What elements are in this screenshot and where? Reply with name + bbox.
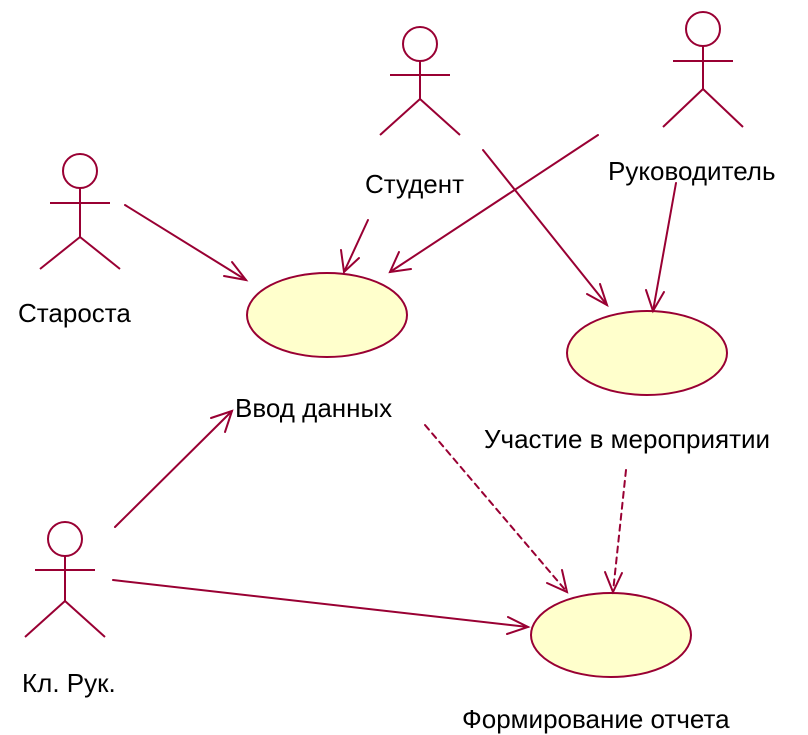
actor-kl-ruk-label: Кл. Рук. xyxy=(22,668,116,698)
actor-starosta-label: Староста xyxy=(18,298,131,328)
dependency-uchastie-formirovanie xyxy=(604,469,627,595)
actor-student-head xyxy=(402,26,438,62)
assoc-kl-ruk-vvod xyxy=(114,409,234,528)
actor-starosta-head xyxy=(62,153,98,189)
actor-kl-ruk[interactable] xyxy=(24,521,106,638)
actor-rukovoditel-label: Руководитель xyxy=(608,156,776,186)
assoc-rukovoditel-vvod xyxy=(388,134,599,274)
use-case-formirovanie[interactable] xyxy=(530,592,692,678)
assoc-student-uchastie xyxy=(482,149,609,308)
actor-student[interactable] xyxy=(379,26,461,136)
actor-starosta[interactable] xyxy=(39,153,121,270)
assoc-student-vvod xyxy=(340,219,369,275)
assoc-starosta-vvod xyxy=(124,204,249,282)
actor-rukovoditel-head xyxy=(685,11,721,47)
use-case-vvod[interactable] xyxy=(246,272,408,358)
dependency-vvod-formirovanie xyxy=(424,424,569,594)
actor-rukovoditel[interactable] xyxy=(662,11,744,128)
use-case-vvod-label: Ввод данных xyxy=(235,393,392,423)
actor-kl-ruk-head xyxy=(47,521,83,557)
assoc-rukovoditel-uchastie xyxy=(645,182,677,314)
assoc-kl-ruk-formirovanie xyxy=(112,579,531,635)
use-case-formirovanie-label: Формирование отчета xyxy=(462,704,730,734)
use-case-uchastie-label: Участие в мероприятии xyxy=(484,424,770,454)
use-case-uchastie[interactable] xyxy=(566,310,728,396)
actor-student-label: Студент xyxy=(365,169,464,199)
